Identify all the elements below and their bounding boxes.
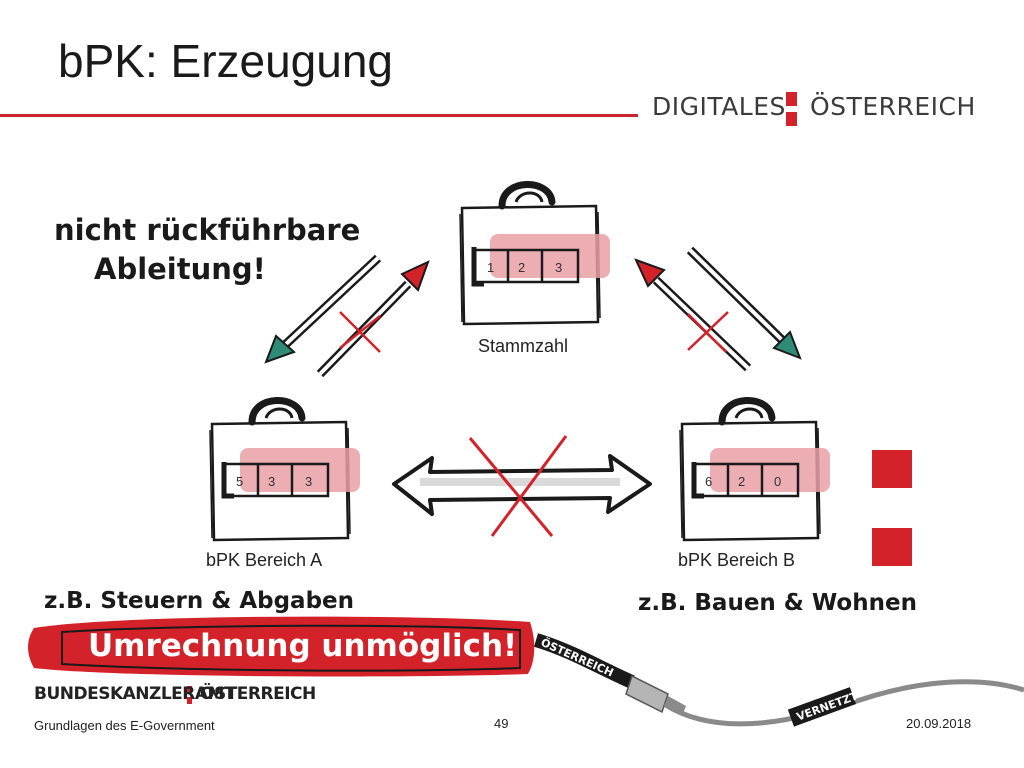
footer-date: 20.09.2018 <box>906 716 972 731</box>
footer-page-number: 49 <box>494 716 509 731</box>
bka-text-left: BUNDESKANZLERAMT <box>34 684 236 704</box>
title-rule <box>0 114 638 117</box>
bereich-a-label: bPK Bereich A <box>206 550 323 570</box>
footer-left: Grundlagen des E-Government <box>34 718 215 733</box>
page-title: bPK: Erzeugung <box>58 35 394 87</box>
stammzahl-digit-3: 3 <box>555 260 562 275</box>
stammzahl-label: Stammzahl <box>478 336 569 356</box>
brand-text-right: ÖSTERREICH <box>810 92 976 121</box>
arrow-a-to-stammzahl <box>316 260 430 378</box>
bereich-b-digit-2: 2 <box>738 474 745 489</box>
red-square-bottom <box>872 528 912 566</box>
bka-colon-top <box>187 686 192 693</box>
bereich-a-digit-1: 5 <box>236 474 243 489</box>
bereich-b-digit-3: 0 <box>774 474 781 489</box>
bereich-b-bag <box>680 400 830 540</box>
arrow-b-to-stammzahl <box>634 258 752 372</box>
red-banner <box>28 616 535 677</box>
brand-colon-icon <box>786 92 797 126</box>
arrow-stammzahl-to-a <box>264 254 382 364</box>
headline-line-1: nicht rückführbare <box>54 213 361 247</box>
headline-line-2: Ableitung! <box>94 252 266 286</box>
cross-center-icon <box>468 435 568 537</box>
bka-colon-bottom <box>187 697 192 704</box>
bereich-a-digit-3: 3 <box>305 474 312 489</box>
banner-text: Umrechnung unmöglich! <box>88 628 518 664</box>
bereich-b-label: bPK Bereich B <box>678 550 796 570</box>
bka-logo: BUNDESKANZLERAMT ÖSTERREICH <box>34 684 316 704</box>
example-b: z.B. Bauen & Wohnen <box>638 590 917 616</box>
cross-right-icon <box>687 311 729 353</box>
bereich-a-digit-2: 3 <box>268 474 275 489</box>
network-cable-icon <box>533 633 1024 727</box>
bereich-a-bag <box>210 400 360 540</box>
brand-text-left: DIGITALES <box>652 92 786 121</box>
cable-label-oesterreich: ÖSTERREICH <box>539 635 616 680</box>
red-square-top <box>872 450 912 488</box>
vernetzt-tag: VERNETZT <box>787 687 860 727</box>
example-a: z.B. Steuern & Abgaben <box>44 588 355 614</box>
arrow-stammzahl-to-b <box>686 246 802 360</box>
cross-left-icon <box>339 311 381 353</box>
double-arrow-a-b <box>392 454 652 516</box>
stammzahl-digit-2: 2 <box>518 260 525 275</box>
stammzahl-bag <box>460 184 610 324</box>
bereich-b-digit-1: 6 <box>705 474 712 489</box>
stammzahl-digit-1: 1 <box>487 260 494 275</box>
bka-text-right: ÖSTERREICH <box>200 684 316 704</box>
